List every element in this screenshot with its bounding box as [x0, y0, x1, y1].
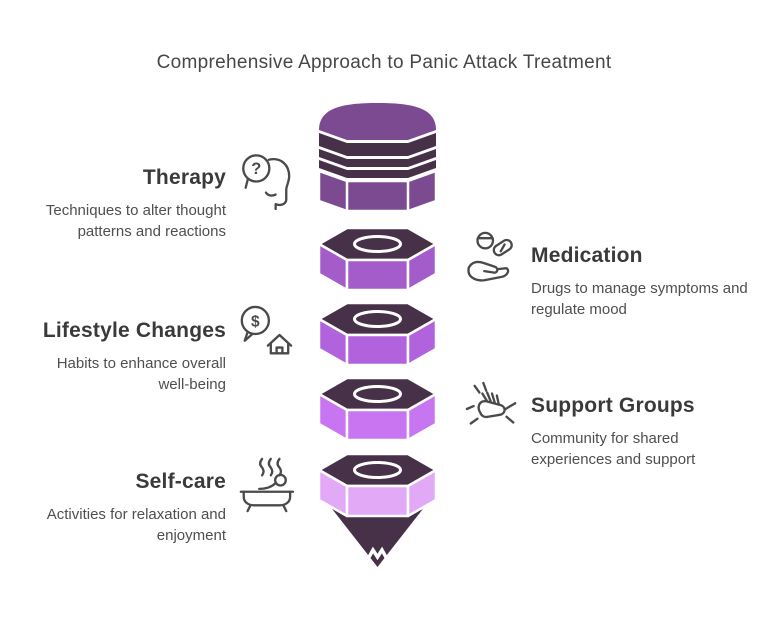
segment3-front-face — [345, 333, 410, 367]
medication-heading: Medication — [531, 244, 643, 267]
head-question-icon: ? — [236, 152, 294, 211]
support-heading: Support Groups — [531, 394, 695, 417]
segment5-right-face — [406, 468, 438, 518]
selfcare-description: Activities for relaxation and enjoyment — [46, 506, 226, 545]
item-block-lifestyle: Lifestyle Changes Habits to enhance over… — [28, 305, 294, 396]
funnel-segment-4 — [317, 376, 438, 442]
segment1-band — [319, 160, 436, 178]
item-block-selfcare: Self-care Activities for relaxation and … — [28, 456, 295, 547]
segment1-band — [319, 133, 436, 156]
segment3-hole — [353, 310, 402, 328]
segment4-front-face — [345, 408, 410, 442]
lifestyle-heading: Lifestyle Changes — [42, 319, 226, 342]
segment2-right-face — [406, 242, 438, 292]
bathtub-steam-icon — [236, 456, 295, 514]
segment1-band — [319, 149, 436, 167]
segment2-hole — [353, 235, 402, 253]
dollar-bubble-house-icon: $ — [236, 305, 294, 363]
support-description: Community for shared experiences and sup… — [531, 430, 696, 469]
segment1-dome — [319, 103, 436, 140]
cone-zigzag-mark — [366, 546, 389, 561]
lifestyle-description: Habits to enhance overall well-being — [56, 355, 226, 394]
segment3-right-face — [406, 317, 438, 367]
segment4-hole — [353, 385, 402, 403]
segment2-front-face — [345, 258, 410, 292]
medication-description: Drugs to manage symptoms and regulate mo… — [531, 280, 748, 319]
therapy-heading: Therapy — [142, 166, 226, 189]
hand-pills-icon — [463, 230, 521, 288]
therapy-description: Techniques to alter thought patterns and… — [45, 202, 226, 241]
svg-text:$: $ — [251, 313, 260, 330]
svg-text:?: ? — [251, 160, 261, 178]
hands-together-icon — [463, 380, 521, 438]
funnel-segment-1 — [317, 103, 438, 213]
funnel-segment-5 — [317, 452, 438, 518]
funnel-diagram — [317, 103, 438, 567]
segment5-front-face — [345, 484, 410, 518]
selfcare-heading: Self-care — [135, 470, 226, 493]
page-title: Comprehensive Approach to Panic Attack T… — [156, 52, 612, 73]
segment4-right-face — [406, 392, 438, 442]
funnel-segment-2 — [317, 226, 438, 292]
item-block-support: Support Groups Community for shared expe… — [463, 380, 763, 471]
item-block-medication: Medication Drugs to manage symptoms and … — [463, 230, 763, 321]
segment1-seams — [345, 181, 410, 211]
segment5-hole — [353, 461, 402, 479]
item-block-therapy: Therapy Techniques to alter thought patt… — [28, 152, 294, 243]
funnel-segment-3 — [317, 301, 438, 367]
